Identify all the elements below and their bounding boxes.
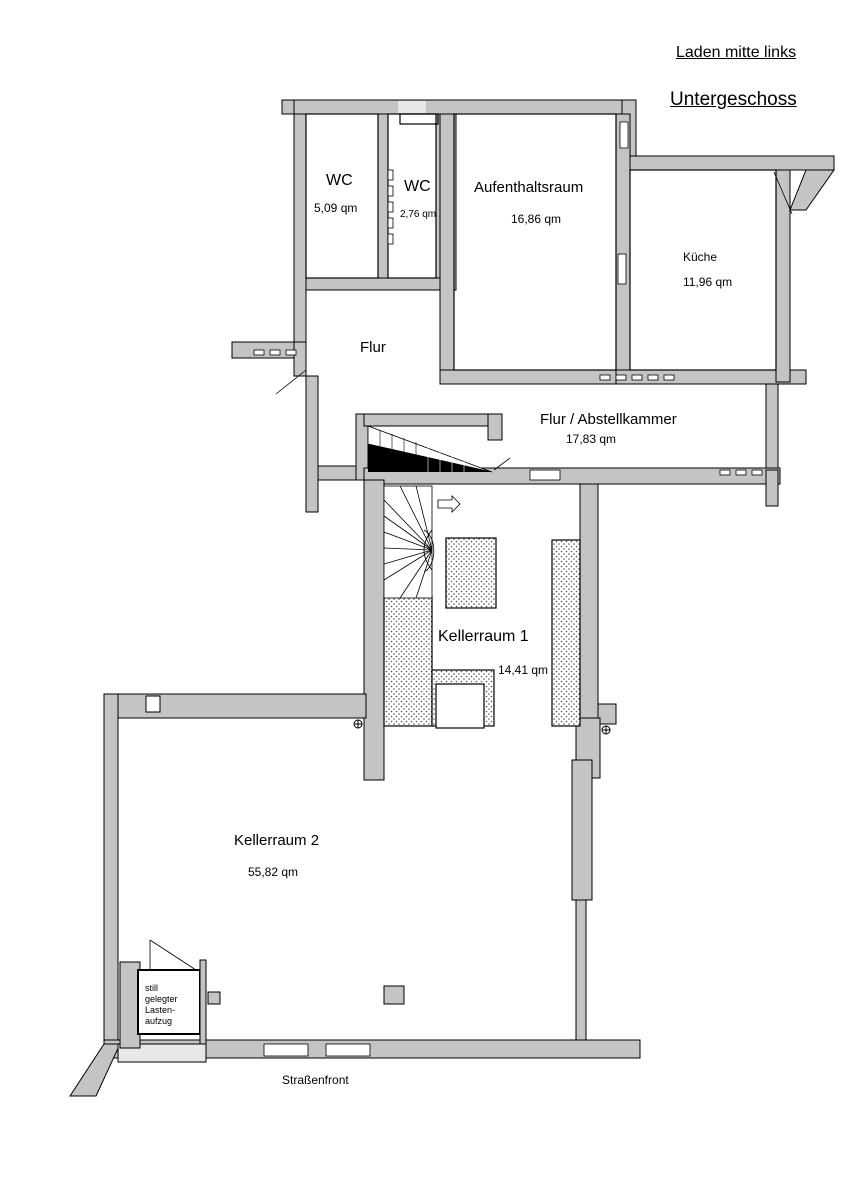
misc-fixtures [119,695,611,1049]
room-wc2-name: WC [404,178,431,195]
staircase-upper [367,425,511,473]
room-aufenthaltsraum-name: Aufenthaltsraum [474,179,584,196]
staircase-spiral [383,485,461,599]
room-aufenthaltsraum-area: 16,86 qm [511,212,562,226]
room-kellerraum1-name: Kellerraum 1 [438,628,529,645]
room-kellerraum1-area: 14,41 qm [498,663,549,677]
plan-title: Untergeschoss [670,89,797,110]
room-kellerraum2-name: Kellerraum 2 [234,832,320,849]
plan-subtitle: Laden mitte links [676,44,797,61]
room-flur-abstellkammer-name: Flur / Abstellkammer [540,411,677,428]
room-wc1-name: WC [326,172,353,189]
interior-outlines [305,113,777,729]
windows [253,121,763,1057]
door-swings [275,171,793,395]
room-flur-abstellkammer-area: 17,83 qm [566,432,617,446]
walls [69,99,835,1097]
room-kueche-area: 11,96 qm [683,275,733,289]
street-front-label: Straßenfront [282,1073,349,1087]
room-kueche-name: Küche [683,250,718,264]
room-flur-name: Flur [360,339,386,356]
room-wc1-area: 5,09 qm [314,201,358,215]
room-kellerraum2-area: 55,82 qm [248,865,299,879]
lift-label: still gelegter Lasten- aufzug [145,983,178,1026]
room-wc2-area: 2,76 qm [400,209,437,220]
